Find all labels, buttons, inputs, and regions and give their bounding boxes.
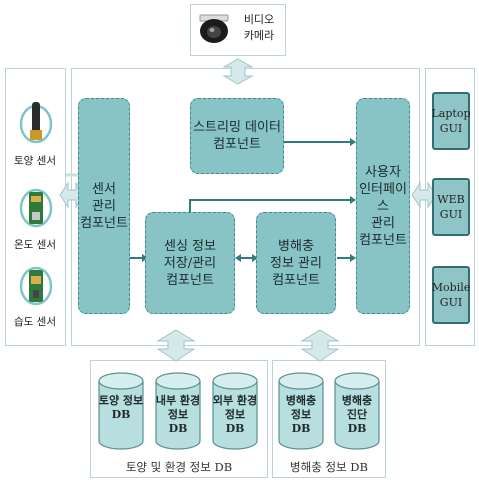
env-database-cylinder: 외부 환경 정보 DB [211, 372, 259, 450]
sensor-label-humidity: 습도 센서 [14, 316, 56, 328]
sensor-label-temperature: 온도 센서 [14, 239, 56, 251]
sensor-management-component: 센서 관리 컴포넌트 [78, 98, 130, 314]
db-label: 내부 환경 정보 DB [155, 394, 201, 435]
env-db-group-label: 토양 및 환경 정보 DB [125, 460, 233, 474]
pest-db-group-label: 병해충 정보 DB [290, 460, 368, 474]
temperature-sensor-icon [19, 188, 53, 228]
pest-database-cylinder: 병해충 정보 DB [277, 372, 325, 450]
laptop-gui: Laptop GUI [432, 92, 471, 150]
mobile-gui: Mobile GUI [432, 266, 470, 324]
humidity-sensor-icon [19, 266, 53, 306]
pest-db-link-arrow [300, 329, 340, 362]
user-interface-component: 사용자 인터페이스 관리 컴포넌트 [356, 98, 410, 314]
connector-storage-to-ui [189, 199, 350, 212]
db-label: 병해충 진단 DB [341, 394, 373, 435]
db-label: 병해충 정보 DB [285, 394, 317, 435]
env-database-cylinder: 내부 환경 정보 DB [154, 372, 202, 450]
camera-link-arrow [222, 58, 254, 85]
camera-icon [196, 14, 232, 46]
db-label: 외부 환경 정보 DB [212, 394, 258, 435]
sensor-label-soil: 토양 센서 [14, 155, 56, 167]
env-db-link-arrow [156, 329, 196, 362]
pest-info-component: 병해충 정보 관리 컴포넌트 [256, 212, 336, 314]
db-label: 토양 정보 DB [98, 394, 144, 421]
web-gui: WEB GUI [432, 178, 470, 236]
pest-database-cylinder: 병해충 진단 DB [333, 372, 381, 450]
sensing-storage-component: 센싱 정보 저장/관리 컴포넌트 [145, 212, 235, 314]
soil-sensor-icon [19, 100, 53, 144]
camera-label: 비디오 카메라 [243, 13, 275, 42]
streaming-data-component: 스트리밍 데이터 컴포넌트 [190, 98, 284, 174]
env-database-cylinder: 토양 정보 DB [97, 372, 145, 450]
